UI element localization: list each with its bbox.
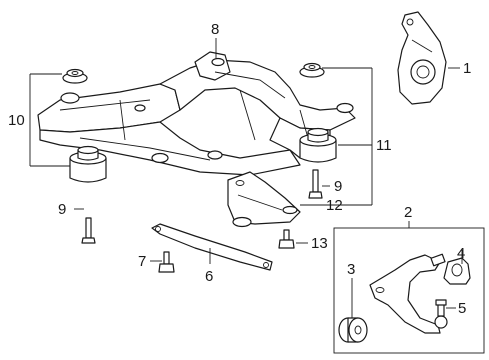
callout-2: 2 — [404, 204, 412, 221]
callout-10: 10 — [8, 112, 25, 129]
bolt-9-left — [81, 217, 96, 244]
bolt-9-right — [308, 169, 323, 199]
strut-bar — [151, 223, 273, 271]
bolt-7 — [158, 251, 175, 273]
ball-joint — [434, 299, 448, 329]
callout-6: 6 — [205, 268, 213, 285]
callout-9-right: 9 — [334, 178, 342, 195]
callout-3: 3 — [347, 261, 355, 278]
callout-8: 8 — [211, 21, 219, 38]
bolt-13 — [278, 229, 295, 249]
callout-12: 12 — [326, 197, 343, 214]
callout-5: 5 — [458, 300, 466, 317]
callout-4: 4 — [457, 245, 465, 262]
callout-13: 13 — [311, 235, 328, 252]
lower-mount-bushing-left — [69, 145, 107, 183]
lower-control-arm — [369, 253, 446, 334]
callout-11: 11 — [376, 137, 392, 154]
callout-1: 1 — [463, 60, 471, 77]
cradle-brace — [227, 171, 301, 228]
callout-7: 7 — [138, 253, 146, 270]
callout-9-left: 9 — [58, 201, 66, 218]
upper-mount-insulator-left — [62, 68, 88, 84]
engine-cradle — [37, 51, 356, 176]
rear-bushing — [338, 317, 368, 343]
upper-mount-insulator-right — [299, 62, 325, 78]
leader-lines — [29, 38, 463, 318]
steering-knuckle — [397, 11, 447, 105]
front-bushing — [443, 257, 471, 285]
lower-mount-bushing-right — [299, 127, 337, 163]
